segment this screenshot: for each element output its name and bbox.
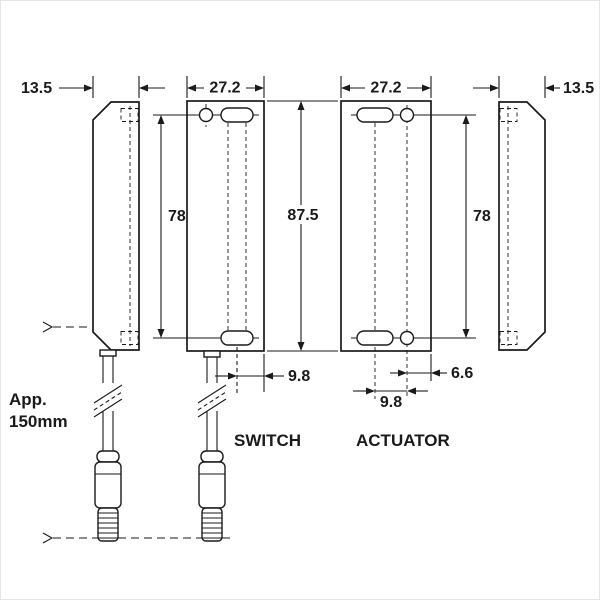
- dim-side-right-label: 13.5: [563, 80, 594, 97]
- dim-actuator-hole-pitch-label: 9.8: [380, 394, 402, 411]
- dim-actuator-hole-edge-label: 6.6: [451, 365, 473, 382]
- cable-left: [93, 349, 123, 542]
- switch-hole-top: [198, 107, 214, 123]
- connector-switch: [198, 450, 226, 542]
- switch-front-view: [153, 100, 265, 352]
- left-side-view-hidden-slot-top: [120, 108, 139, 122]
- dim-switch-width: 27.2: [187, 79, 264, 97]
- right-side-view-outline: [498, 101, 546, 351]
- actuator-slot-bottom: [356, 330, 394, 346]
- connector-left: [94, 450, 122, 542]
- cable-gland-switch: [203, 350, 221, 358]
- actuator-hole-top: [399, 107, 415, 123]
- dim-actuator-hole-spacing-label: 78: [473, 208, 491, 225]
- actuator-body: [340, 100, 432, 352]
- actuator-slot-top: [356, 107, 394, 123]
- dim-actuator-width: 27.2: [341, 79, 431, 97]
- dimensions: 13.5 27.2 27.2 13.5: [21, 76, 594, 411]
- dim-switch-slot-offset-label: 9.8: [288, 368, 310, 385]
- left-side-view-outline: [92, 101, 140, 351]
- switch-label: SWITCH: [234, 431, 301, 450]
- right-side-view-hidden-slot-top: [499, 108, 518, 122]
- dim-actuator-width-label: 27.2: [370, 80, 401, 97]
- right-side-view-hidden-slot-bottom: [499, 331, 518, 345]
- dim-actuator-hole-edge: 6.6: [390, 354, 473, 382]
- cable-switch: [197, 350, 227, 542]
- dim-overall-height: 87.5: [267, 100, 338, 352]
- cable-gland-left: [99, 349, 117, 357]
- dim-actuator-hole-spacing: 78: [462, 115, 491, 338]
- dim-switch-hole-spacing: 78: [157, 115, 186, 338]
- dim-overall-height-label: 87.5: [287, 207, 318, 224]
- left-side-view-hidden-slot-bottom: [120, 331, 139, 345]
- actuator-hole-bottom: [399, 330, 415, 346]
- labels: App. 150mm SWITCH ACTUATOR: [9, 390, 450, 450]
- dim-side-right: 13.5: [473, 80, 594, 97]
- switch-slot-bottom: [220, 330, 254, 346]
- switch-slot-top: [220, 107, 254, 123]
- dim-switch-hole-spacing-label: 78: [168, 208, 186, 225]
- actuator-label: ACTUATOR: [356, 431, 450, 450]
- dim-side-left: 13.5: [21, 80, 165, 97]
- actuator-front-view: [340, 100, 476, 399]
- right-side-view: [498, 101, 546, 351]
- cable-length-label-line1: App.: [9, 390, 47, 409]
- cable-length-label-line2: 150mm: [9, 412, 68, 431]
- dim-switch-width-label: 27.2: [209, 80, 240, 97]
- cable-length-reference: [42, 321, 231, 544]
- dim-side-left-label: 13.5: [21, 80, 52, 97]
- dim-switch-slot-offset: 9.8: [215, 347, 310, 393]
- reference-arrow-top: [42, 321, 54, 333]
- left-side-view: [92, 101, 140, 351]
- reference-arrow-bottom: [42, 532, 54, 544]
- switch-body: [186, 100, 265, 352]
- dim-actuator-hole-pitch: 9.8: [353, 387, 428, 411]
